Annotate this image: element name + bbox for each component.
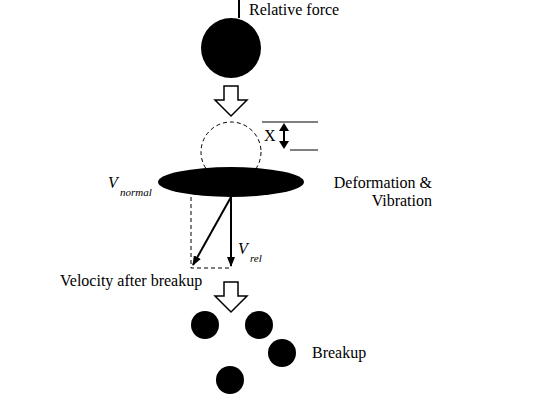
breakup-label: Breakup (312, 344, 366, 362)
vector-box (191, 197, 231, 268)
dimension-label: X (264, 127, 276, 145)
relative-velocity-arrow (230, 197, 232, 266)
hollow-arrow (215, 282, 247, 312)
dimension-line (290, 150, 318, 151)
velocity-symbol: V (108, 174, 118, 192)
child-droplet (245, 311, 273, 339)
velocity-after-label: Velocity after breakup (60, 272, 202, 290)
deformed-droplet (158, 167, 304, 197)
force-label: Relative force (249, 1, 339, 19)
velocity-subscript: normal (120, 186, 152, 199)
child-droplet (216, 366, 244, 394)
dimension-arrowheads (279, 123, 289, 149)
velocity-subscript: rel (250, 252, 262, 265)
hollow-arrow (215, 86, 247, 116)
velocity-after-breakup-arrow (193, 197, 231, 265)
droplet (201, 18, 261, 78)
deformation-label: Deformation & Vibration (312, 174, 432, 211)
dimension-line (262, 122, 318, 123)
velocity-symbol: V (238, 240, 248, 258)
force-line (238, 0, 240, 18)
child-droplet (191, 311, 219, 339)
child-droplet (268, 339, 296, 367)
